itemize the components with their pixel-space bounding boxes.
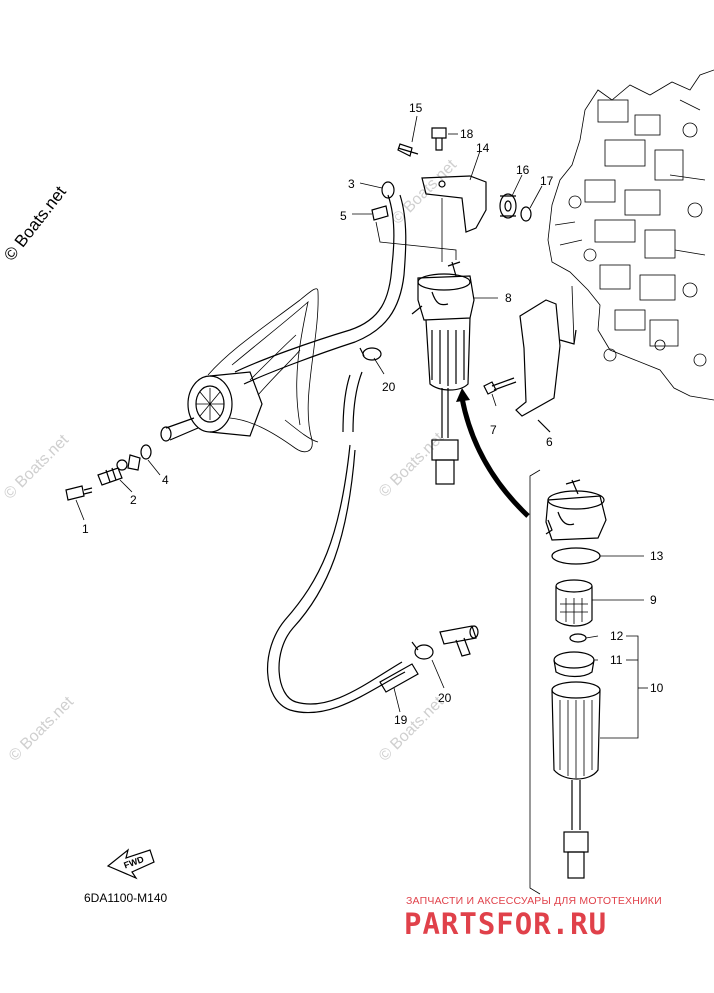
callout-6: 6 bbox=[546, 435, 553, 449]
clip-12 bbox=[569, 633, 587, 643]
fuel-filter-8 bbox=[411, 261, 475, 485]
watermark-main: © Boats.net bbox=[0, 182, 70, 264]
callout-18: 18 bbox=[460, 127, 474, 141]
callout-16: 16 bbox=[516, 163, 530, 177]
callout-labels: 15 18 14 3 5 16 17 8 20 7 6 1 2 4 13 9 1… bbox=[82, 101, 664, 727]
clamp-lower bbox=[411, 641, 434, 660]
collar-17 bbox=[520, 206, 532, 222]
drawing-code: 6DA1100-M140 bbox=[84, 891, 167, 905]
plate-6 bbox=[515, 299, 577, 433]
watermark: © Boats.net bbox=[389, 156, 461, 228]
filter-head-detail bbox=[545, 479, 607, 541]
leader-lines-detail bbox=[585, 555, 648, 739]
grommet-16 bbox=[499, 193, 517, 219]
detail-arrow bbox=[456, 388, 530, 518]
callout-5: 5 bbox=[340, 209, 347, 223]
watermark: © Boats.net bbox=[6, 693, 78, 765]
engine-block bbox=[547, 69, 714, 401]
callout-4: 4 bbox=[162, 473, 169, 487]
callout-15: 15 bbox=[409, 101, 423, 115]
fuel-hose-upper bbox=[234, 181, 407, 385]
fuel-inlet-fitting bbox=[160, 371, 263, 442]
cup-10 bbox=[551, 681, 601, 879]
callout-17: 17 bbox=[540, 174, 554, 188]
callout-20-lower: 20 bbox=[438, 691, 452, 705]
fwd-arrow-icon: FWD bbox=[106, 848, 155, 880]
leader-lines-top bbox=[352, 115, 543, 407]
bracket-14 bbox=[397, 127, 487, 233]
callout-12: 12 bbox=[610, 629, 624, 643]
callout-8: 8 bbox=[505, 291, 512, 305]
brand-tagline: ЗАПЧАСТИ И АКСЕССУАРЫ ДЛЯ МОТОТЕХНИКИ bbox=[406, 895, 662, 907]
callout-7: 7 bbox=[490, 423, 497, 437]
t-joint bbox=[439, 625, 479, 657]
fitting-parts bbox=[65, 444, 152, 501]
callout-10: 10 bbox=[650, 681, 664, 695]
leader-lines-left bbox=[75, 459, 161, 521]
watermark: © Boats.net bbox=[376, 693, 448, 765]
callout-14: 14 bbox=[476, 141, 490, 155]
detail-bracket bbox=[529, 469, 541, 895]
watermark: © Boats.net bbox=[1, 431, 73, 503]
brand-logo: PARTSFOR.RU bbox=[404, 907, 607, 941]
fuel-hose-lower bbox=[266, 371, 419, 714]
callout-leaders-lower bbox=[393, 659, 445, 713]
engine-leader bbox=[571, 285, 575, 345]
hull-housing bbox=[207, 288, 319, 453]
callout-19: 19 bbox=[394, 713, 408, 727]
callout-9: 9 bbox=[650, 593, 657, 607]
callout-20-upper: 20 bbox=[382, 380, 396, 394]
callout-2: 2 bbox=[130, 493, 137, 507]
o-ring-13 bbox=[551, 547, 601, 565]
element-9 bbox=[555, 579, 593, 627]
bolt-7 bbox=[483, 377, 517, 395]
callout-3: 3 bbox=[348, 177, 355, 191]
callout-1: 1 bbox=[82, 522, 89, 536]
callout-13: 13 bbox=[650, 549, 664, 563]
float-11 bbox=[553, 651, 595, 678]
clamp-upper bbox=[359, 347, 382, 361]
callout-11: 11 bbox=[610, 653, 623, 667]
